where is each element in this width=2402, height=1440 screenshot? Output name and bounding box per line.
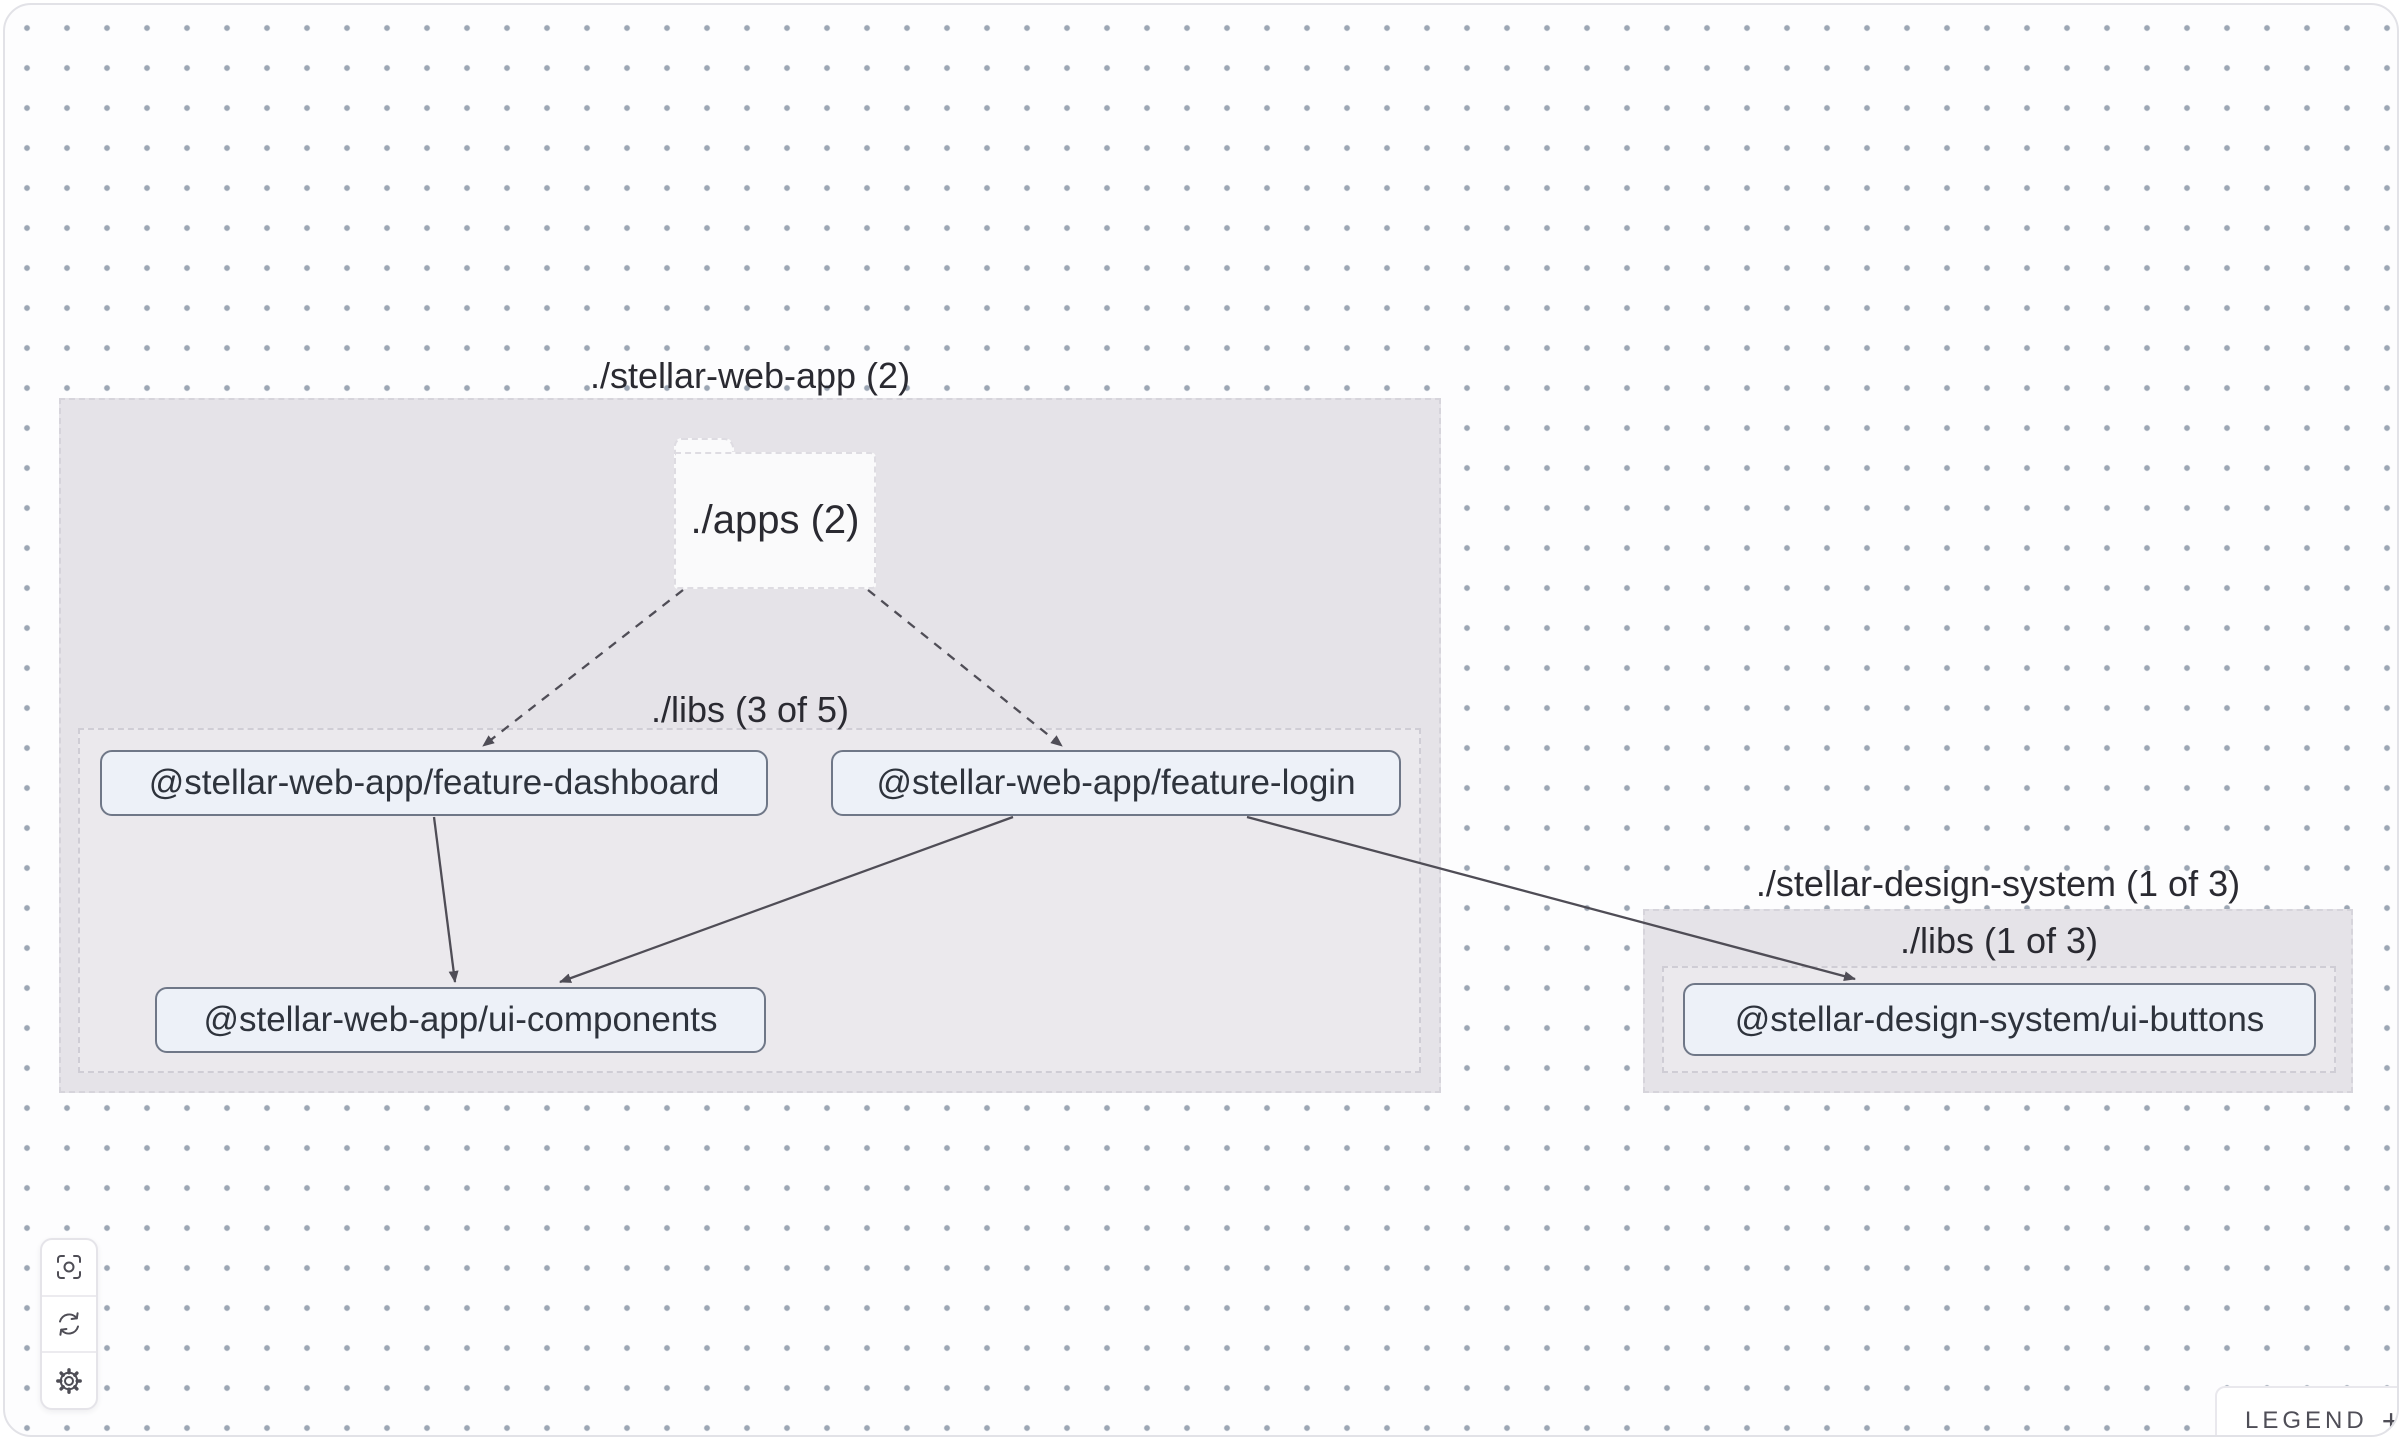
graph-canvas[interactable]: ./stellar-web-app (2) ./libs (3 of 5) ./…	[3, 3, 2399, 1437]
node-feature-login[interactable]: @stellar-web-app/feature-login	[831, 750, 1401, 816]
folder-label: ./apps (2)	[690, 498, 860, 542]
group-label-web-app-libs: ./libs (3 of 5)	[650, 689, 850, 730]
group-label-stellar-web-app: ./stellar-web-app (2)	[589, 355, 911, 396]
legend-toggle-button[interactable]: LEGEND +	[2215, 1386, 2399, 1437]
group-label-design-system-libs: ./libs (1 of 3)	[1899, 920, 2099, 961]
folder-body: ./apps (2)	[674, 452, 876, 589]
zoom-to-fit-button[interactable]	[42, 1240, 96, 1295]
node-feature-dashboard[interactable]: @stellar-web-app/feature-dashboard	[100, 750, 768, 816]
legend-label: LEGEND	[2245, 1407, 2368, 1434]
node-ui-buttons[interactable]: @stellar-design-system/ui-buttons	[1683, 983, 2316, 1056]
focus-icon	[57, 1255, 81, 1280]
node-ui-components[interactable]: @stellar-web-app/ui-components	[155, 987, 766, 1053]
refresh-icon	[59, 1312, 79, 1336]
group-label-stellar-design-system: ./stellar-design-system (1 of 3)	[1755, 863, 2241, 904]
canvas-toolbar	[40, 1238, 98, 1410]
settings-icon	[56, 1367, 82, 1394]
settings-button[interactable]	[42, 1351, 96, 1408]
plus-icon: +	[2381, 1403, 2399, 1437]
refresh-button[interactable]	[42, 1294, 96, 1352]
folder-node-apps[interactable]: ./apps (2)	[674, 438, 876, 589]
